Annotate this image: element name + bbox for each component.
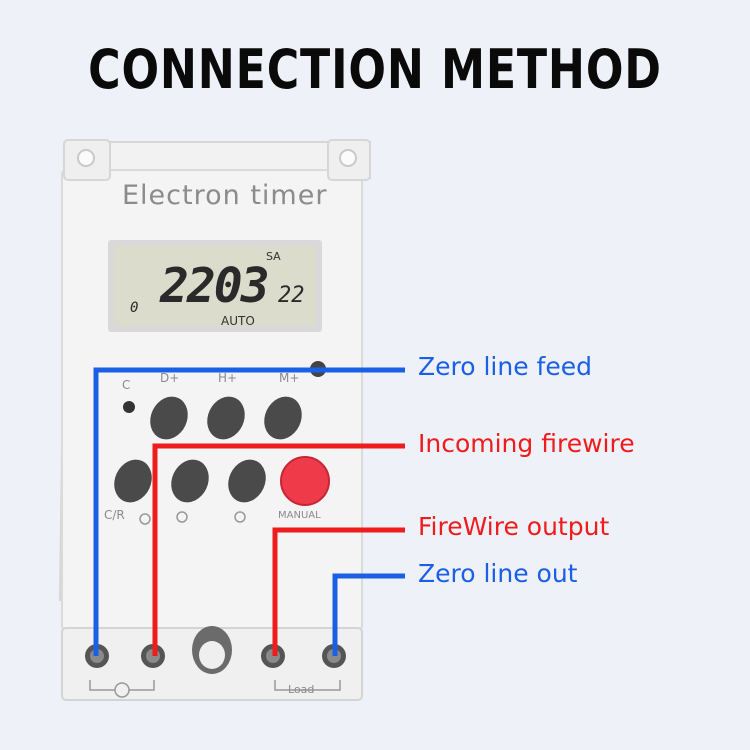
lcd-weekday-digit: 0: [130, 300, 139, 316]
mount-hole-left: [77, 149, 95, 167]
load-label: Load: [288, 683, 315, 696]
lcd-screen: [114, 246, 316, 326]
ac-symbol-icon: [114, 682, 130, 698]
brand-label: Electron timer: [122, 180, 328, 211]
wire-firewire-output: [272, 527, 405, 656]
label-zero-line-out: Zero line out: [418, 559, 578, 588]
timer-main-panel: [61, 169, 363, 631]
terminal-hole: [192, 626, 232, 674]
clock-symbol-icon: [176, 511, 188, 523]
wire-zero-line-feed: [93, 367, 405, 656]
label-zero-line-feed: Zero line feed: [418, 352, 592, 381]
h-plus-button: [207, 396, 245, 440]
m-plus-label: M+: [279, 371, 300, 385]
lcd-time-main: 2203: [160, 258, 270, 314]
wire-zero-line-out: [332, 573, 405, 656]
manual-button: [280, 456, 330, 506]
c-led: [123, 401, 135, 413]
cr-label: C/R: [104, 508, 125, 522]
label-incoming-firewire: Incoming firewire: [418, 429, 635, 458]
program-symbol-icon: [234, 511, 246, 523]
load-bracket-icon: [274, 680, 341, 691]
d-plus-label: D+: [160, 371, 180, 385]
lcd-day-indicator: SA: [266, 250, 281, 263]
wire-incoming-firewire: [152, 443, 405, 656]
label-firewire-output: FireWire output: [418, 512, 610, 541]
lcd-mode: AUTO: [221, 314, 255, 328]
cr-button: [114, 459, 152, 503]
lcd-time-seconds: 22: [278, 283, 305, 308]
h-plus-label: H+: [218, 371, 238, 385]
mount-hole-right: [339, 149, 357, 167]
program-button: [228, 459, 266, 503]
manual-label: MANUAL: [278, 510, 321, 521]
m-plus-button: [264, 396, 302, 440]
page-title: CONNECTION METHOD: [88, 38, 662, 101]
cr-symbol-icon: [139, 513, 151, 525]
c-label: C: [122, 378, 131, 392]
clock-button: [171, 459, 209, 503]
d-plus-button: [150, 396, 188, 440]
